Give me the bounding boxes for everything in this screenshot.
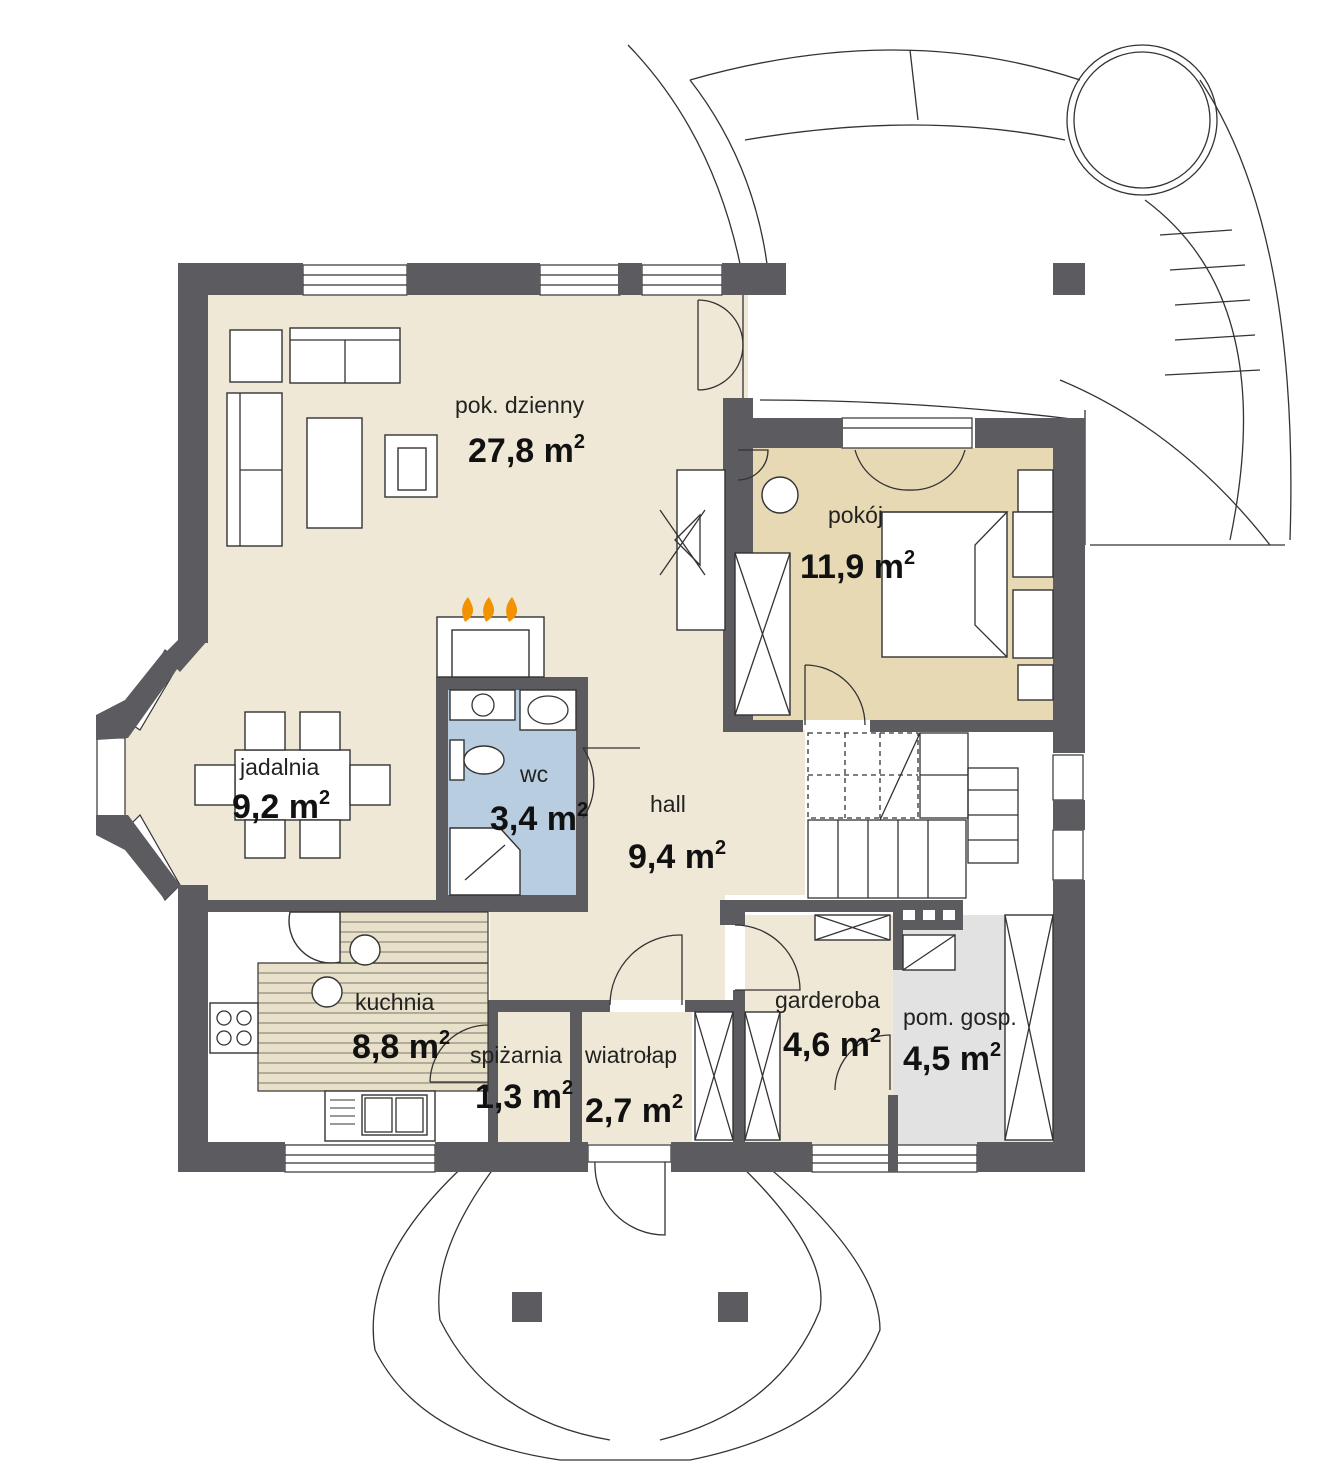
room-area-vestibule: 2,7 m2 [585,1091,683,1130]
room-name-vestibule: wiatrołap [584,1042,677,1068]
kitchen-furniture [209,911,489,1142]
room-name-dining: jadalnia [239,754,319,780]
room-name-pokoj: pokój [828,502,883,528]
room-name-living: pok. dzienny [455,392,585,418]
room-area-kitchen: 8,8 m2 [352,1027,450,1066]
coffee-table [306,417,363,529]
flame-icon [462,597,474,622]
terrace-round-column [1066,44,1218,196]
washing-machine [449,689,516,721]
room-name-hall: hall [650,791,686,817]
floor-vestibule [582,1012,692,1144]
terrace-pillar [1053,263,1085,295]
kitchen-sink [361,1094,428,1136]
room-name-wc: wc [519,761,548,787]
room-name-utility: pom. gosp. [903,1004,1017,1030]
living-furniture [226,295,744,678]
kitchen-stool [349,934,381,966]
pouf [761,476,799,514]
dining-furniture [194,711,391,859]
room-name-kitchen: kuchnia [355,989,434,1015]
flame-icon [506,597,518,622]
room-area-pokoj: 11,9 m2 [800,547,915,586]
room-area-hall: 9,4 m2 [628,837,726,876]
entry-fittings [594,914,1054,1236]
stairs [807,732,1019,899]
room-area-pantry: 1,3 m2 [475,1077,573,1116]
shower [449,827,521,896]
terrace-entrance [372,1159,881,1461]
toilet [449,739,465,781]
dining-table [234,749,351,821]
room-area-wardrobe: 4,6 m2 [783,1025,881,1064]
cooktop [209,1002,259,1054]
kitchen-stool [311,976,343,1008]
armchair [229,329,283,383]
porch-pillar-right [718,1292,748,1322]
bed [881,511,1008,658]
room-name-pantry: spiżarnia [470,1042,562,1068]
flame-icon [483,597,495,622]
room-area-dining: 9,2 m2 [232,787,330,826]
pokoj-furniture [734,449,1054,726]
sink [519,689,577,731]
room-area-living: 27,8 m2 [468,431,585,470]
porch-pillar-left [512,1292,542,1322]
floor-pantry [495,1012,573,1144]
room-labels: pok. dzienny 27,8 m2 pokój 11,9 m2 jadal… [232,392,1017,1130]
wc-fixtures [449,689,640,896]
room-area-utility: 4,5 m2 [903,1039,1001,1078]
room-name-wardrobe: garderoba [775,987,880,1013]
room-area-wc: 3,4 m2 [490,799,588,838]
